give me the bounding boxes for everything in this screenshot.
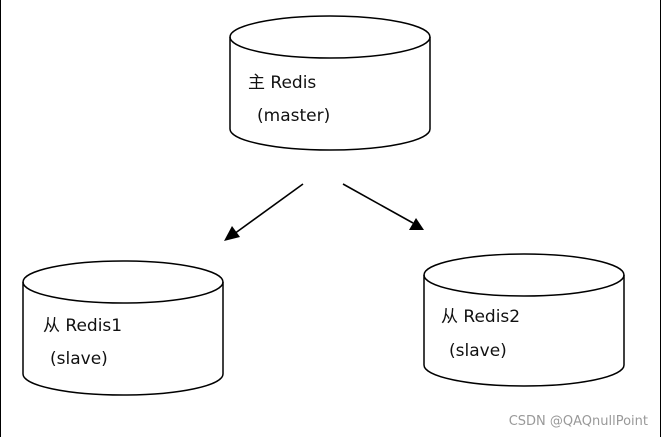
master-label: 主 Redis [248,73,316,93]
slave1-cylinder [22,260,224,396]
slave1-role-label: (slave) [50,349,108,369]
csdn-watermark: CSDN @QAQnullPoint [508,414,648,429]
slave2-role-label: (slave) [449,341,507,361]
master-role-label: (master) [257,106,330,126]
master-cylinder [229,15,431,151]
slave2-label: 从 Redis2 [441,307,520,327]
arrow-master-to-slave2 [342,183,424,230]
slave1-label: 从 Redis1 [43,316,122,336]
slave2-cylinder [423,253,625,387]
arrow-master-to-slave1 [224,183,304,241]
